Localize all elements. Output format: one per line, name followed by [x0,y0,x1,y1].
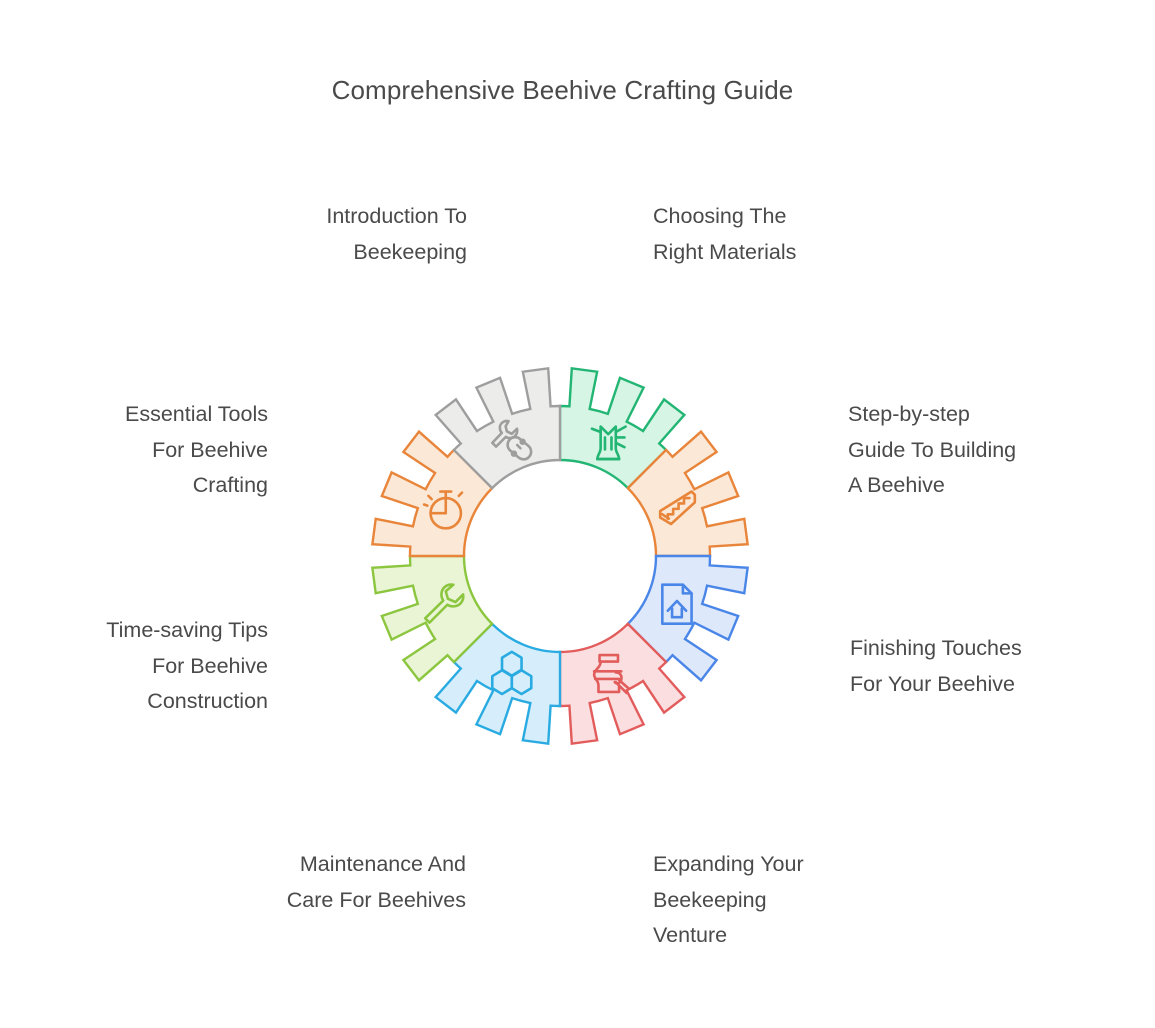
gear-segment-2[interactable] [626,554,749,683]
tools-wrench-screwdriver-icon [490,419,533,461]
stopwatch-icon [422,490,464,530]
blueprint-document-icon [661,583,693,626]
segment-label-6: Time-saving Tips For Beehive Constructio… [106,618,268,713]
handsaw-icon [658,490,697,526]
segment-label-7: Essential Tools For Beehive Crafting [124,402,268,497]
segment-label-0: Introduction To Beekeeping [326,204,467,264]
segment-label-5: Maintenance And Care For Beehives [286,852,466,912]
segment-label-4: Expanding Your Beekeeping Venture [653,852,804,947]
honeycomb-icon [490,650,533,696]
page-title: Comprehensive Beehive Crafting Guide [331,75,794,105]
segment-label-1: Choosing The Right Materials [653,204,797,264]
gear-segments-group [371,367,749,745]
segment-label-2: Step-by-step Guide To Building A Beehive [848,402,1017,497]
tree-stump-icon [590,425,627,461]
segment-label-3: Finishing Touches For Your Beehive [850,636,1022,696]
gear-segment-4[interactable] [433,622,562,745]
gear-icons-group [422,419,697,696]
paint-pot-brush-icon [592,653,631,695]
wrench-icon [423,583,465,624]
gear-segment-6[interactable] [371,429,494,558]
